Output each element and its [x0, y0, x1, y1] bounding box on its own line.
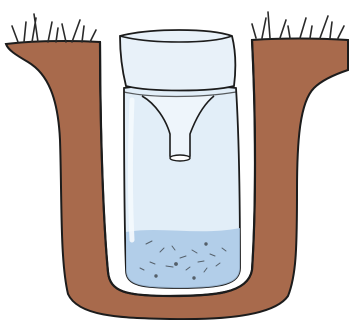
grass-right: [252, 12, 344, 38]
bottle-highlight: [131, 100, 133, 240]
trapped-water: [126, 228, 240, 288]
funnel-opening: [170, 155, 190, 161]
grass-left: [12, 14, 96, 42]
